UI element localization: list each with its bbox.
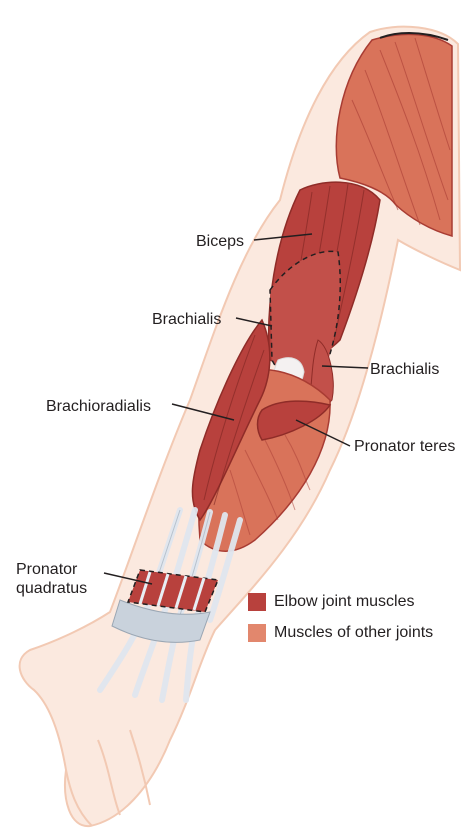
legend-swatch-elbow (248, 593, 266, 611)
legend-swatch-other (248, 624, 266, 642)
brachioradialis-fibers (203, 334, 265, 506)
label-biceps: Biceps (196, 233, 245, 250)
label-pronator-teres: Pronator teres (354, 438, 456, 455)
pronator-teres-muscle (256, 400, 332, 441)
label-brachialis-left: Brachialis (152, 311, 222, 328)
legend-label-other: Muscles of other joints (274, 624, 434, 641)
label-pronator-quadratus: Pronator quadratus (16, 561, 88, 597)
hand-fingers (65, 729, 151, 827)
brachialis-left-leader (235, 317, 273, 327)
brachialis-right-leader (321, 365, 369, 369)
label-brachioradialis: Brachioradialis (46, 398, 151, 415)
pronator-quadratus-leader (103, 572, 153, 585)
legend-label-elbow: Elbow joint muscles (274, 593, 415, 610)
label-brachialis-right: Brachialis (370, 361, 440, 378)
biceps-leader (253, 233, 313, 241)
pronator-teres-leader (295, 419, 351, 447)
wrist-retinaculum (111, 599, 211, 643)
brachioradialis-leader (171, 403, 235, 421)
deltoid-fibers (351, 37, 451, 226)
forearm-fibers (229, 434, 311, 536)
